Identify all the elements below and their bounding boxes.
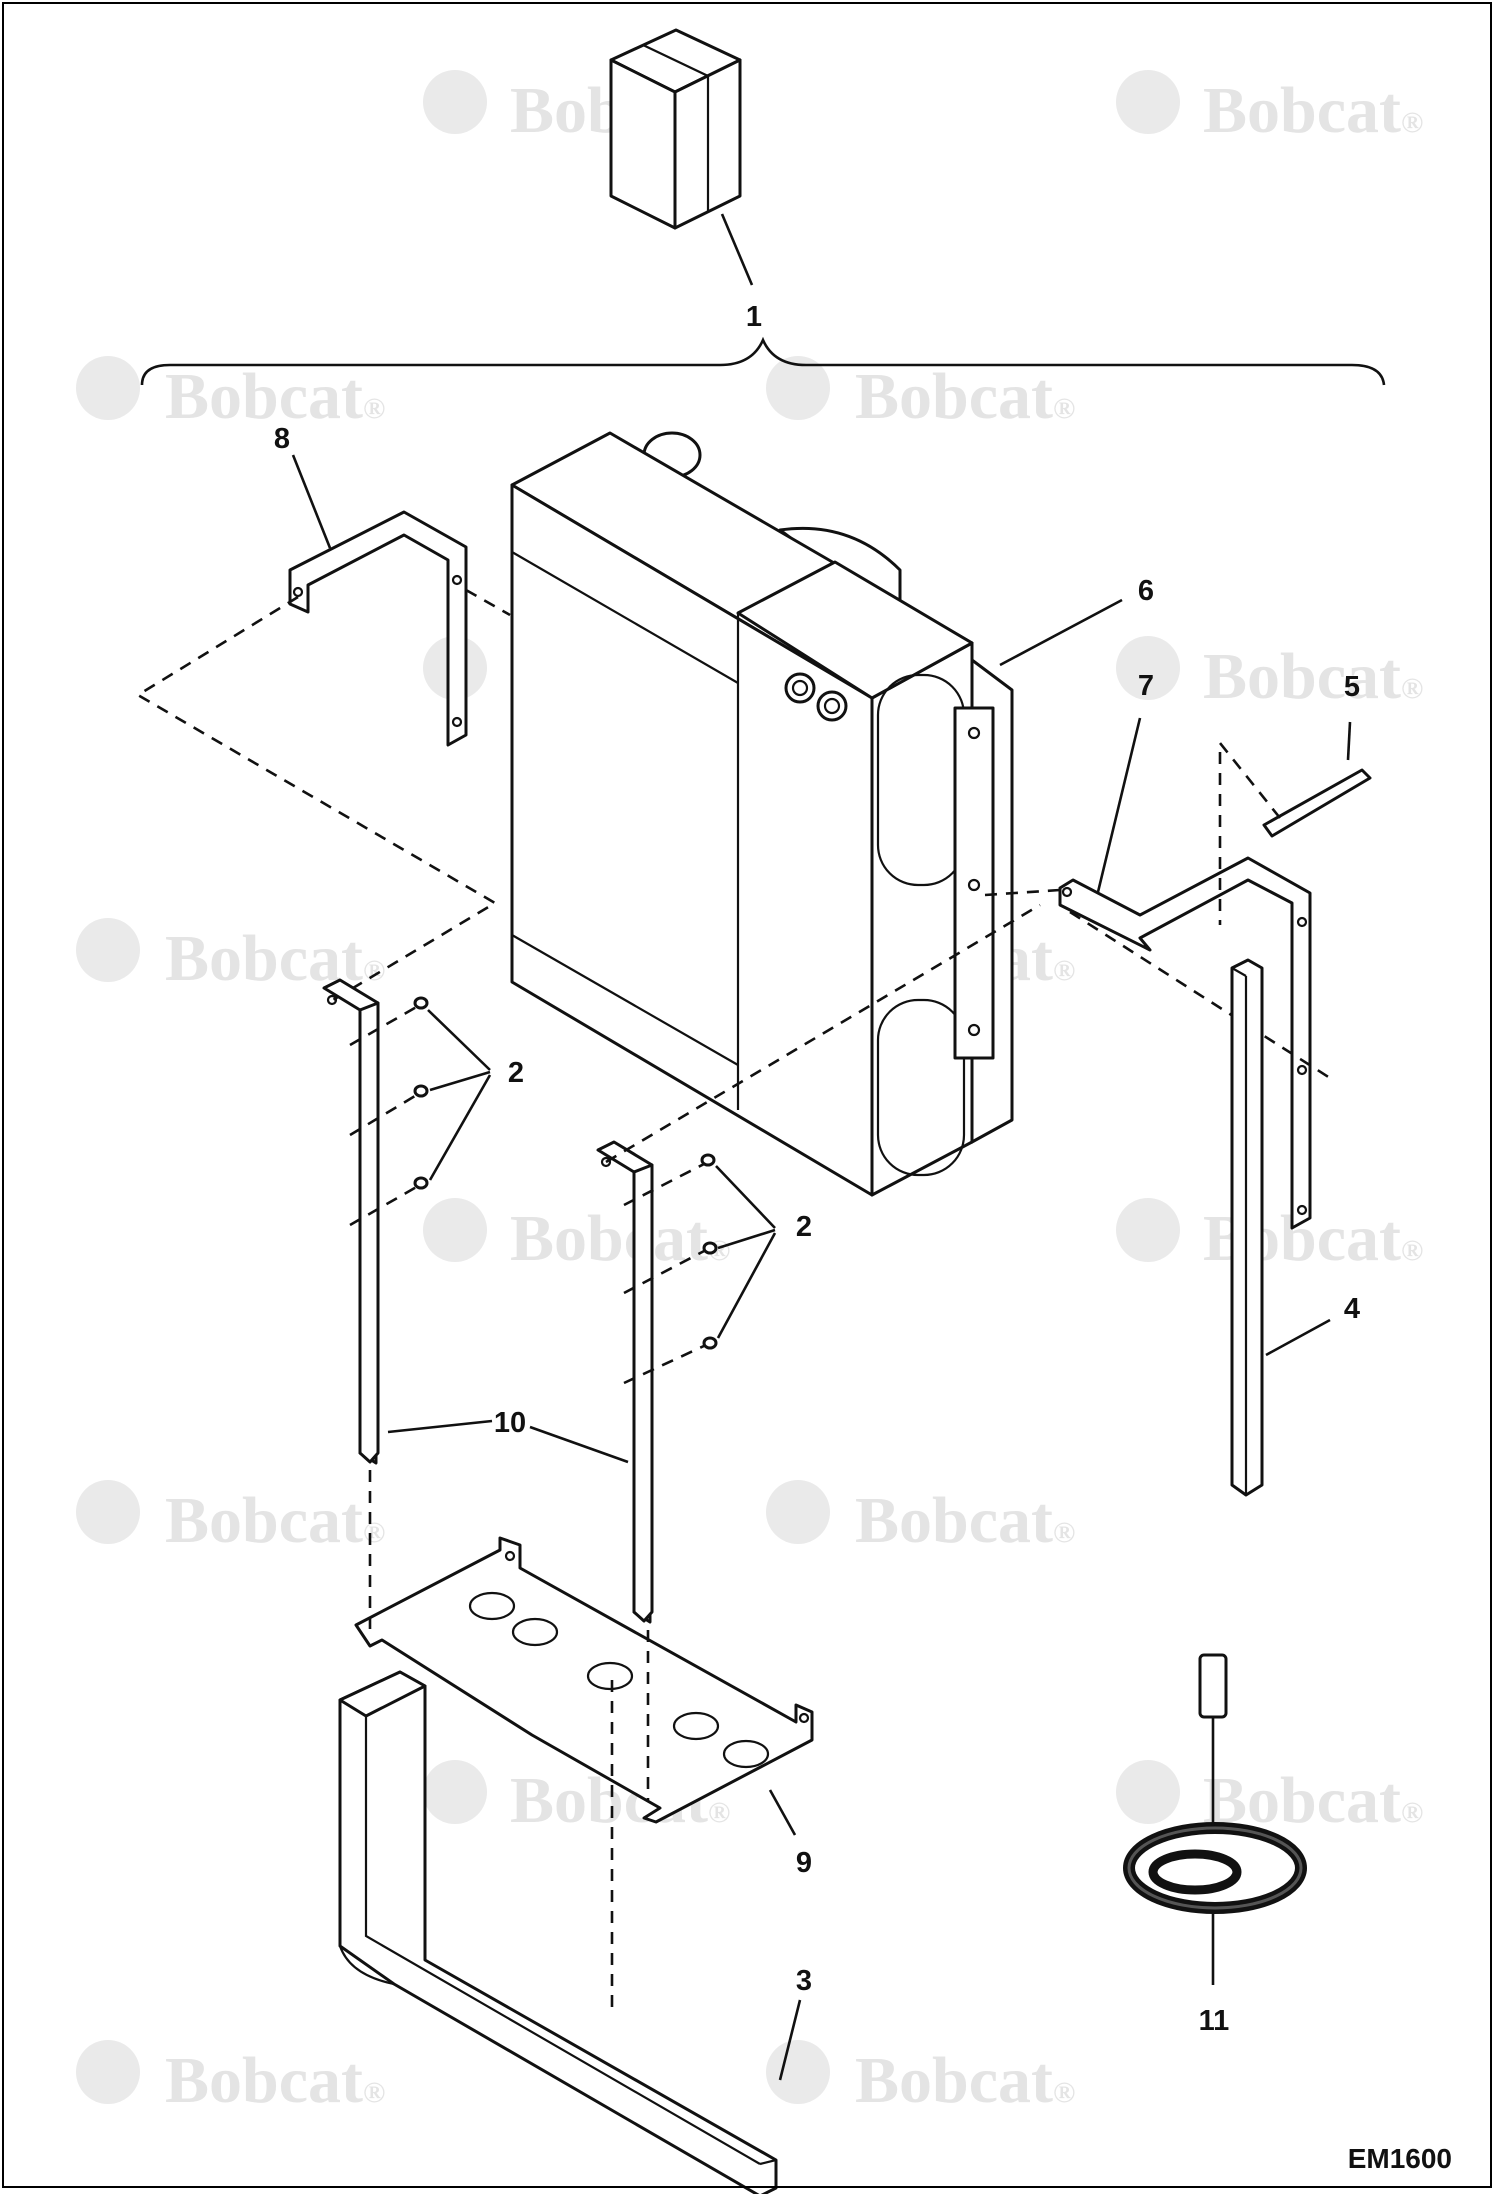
hose-coil-icon <box>1123 1653 1307 1914</box>
callout-3: 3 <box>796 1965 812 1997</box>
callout-2b: 2 <box>796 1211 812 1243</box>
guide-dashed-7 <box>984 888 1331 1080</box>
bobcat-logo-icon <box>423 1760 487 1824</box>
callout-8: 8 <box>274 423 290 455</box>
callout-5: 5 <box>1344 671 1360 703</box>
watermark-15: Bobcat® <box>76 2040 385 2117</box>
watermark-4: Bobcat® <box>766 356 1075 433</box>
oil-cooler-icon <box>510 431 1014 1197</box>
svg-text:Bobcat®: Bobcat® <box>165 1484 385 1557</box>
svg-text:Bobcat®: Bobcat® <box>855 1484 1075 1557</box>
right-bracket-icon <box>1058 856 1312 1230</box>
leader-3 <box>778 1999 802 2081</box>
guide-dashed-5 <box>1218 739 1282 925</box>
bobcat-logo-icon <box>1116 1198 1180 1262</box>
callout-7: 7 <box>1138 670 1154 702</box>
guide-dashed-8b <box>465 588 511 617</box>
callout-2a: 2 <box>508 1057 524 1089</box>
svg-text:Bobcat®: Bobcat® <box>1203 74 1423 147</box>
watermark-16: Bobcat® <box>766 2040 1075 2117</box>
svg-text:Bobcat®: Bobcat® <box>165 922 385 995</box>
bobcat-logo-icon <box>423 70 487 134</box>
bobcat-logo-icon <box>76 2040 140 2104</box>
bobcat-logo-icon <box>76 1480 140 1544</box>
mounting-rod-left-icon <box>322 978 380 1465</box>
svg-text:Bobcat®: Bobcat® <box>165 360 385 433</box>
watermark-6: Bobcat® <box>1116 636 1423 713</box>
watermark-14: Bobcat® <box>1116 1760 1423 1837</box>
leader-7 <box>1096 717 1142 893</box>
foam-strip-long-icon <box>1230 958 1264 1497</box>
upper-left-bracket-icon <box>288 510 468 747</box>
kit-box-icon <box>609 28 742 230</box>
leader-8 <box>291 454 332 549</box>
svg-text:Bobcat®: Bobcat® <box>1203 640 1423 713</box>
bobcat-logo-icon <box>76 918 140 982</box>
callout-4: 4 <box>1344 1293 1360 1325</box>
watermark-7: Bobcat® <box>76 918 385 995</box>
bobcat-logo-icon <box>766 2040 830 2104</box>
leader-1 <box>720 213 754 286</box>
callout-9: 10 <box>494 1407 526 1439</box>
leader-2b <box>715 1165 777 1339</box>
kit-brace <box>140 336 1386 386</box>
watermark-10: Bobcat® <box>1116 1198 1423 1275</box>
bobcat-logo-icon <box>766 1480 830 1544</box>
figure-code: EM1600 <box>1348 2143 1452 2174</box>
base-plate-icon <box>354 1536 814 1824</box>
callout-11: 11 <box>1199 2005 1230 2037</box>
watermark-9: Bobcat® <box>423 1198 730 1275</box>
leader-10 <box>768 1789 797 1836</box>
svg-text:Bobcat®: Bobcat® <box>510 1202 730 1275</box>
watermark-11: Bobcat® <box>76 1480 385 1557</box>
leader-5 <box>1346 721 1352 761</box>
leader-9b <box>529 1425 629 1464</box>
bobcat-logo-icon <box>76 356 140 420</box>
watermark-12: Bobcat® <box>766 1480 1075 1557</box>
leader-9a <box>387 1419 493 1434</box>
callout-1: 1 <box>746 301 762 333</box>
mounting-rod-right-icon <box>596 1140 654 1624</box>
leader-6 <box>999 598 1123 667</box>
bobcat-logo-icon <box>1116 70 1180 134</box>
foam-strip-short-icon <box>1262 768 1372 838</box>
leader-2a <box>427 1009 492 1181</box>
svg-text:Bobcat®: Bobcat® <box>855 360 1075 433</box>
bobcat-logo-icon <box>1116 636 1180 700</box>
watermark-2: Bobcat® <box>1116 70 1423 147</box>
bobcat-logo-icon <box>766 356 830 420</box>
watermark-3: Bobcat® <box>76 356 385 433</box>
leader-4 <box>1265 1318 1331 1357</box>
bolt-group-left-icon <box>349 996 429 1227</box>
callout-6: 6 <box>1138 575 1154 607</box>
svg-text:Bobcat®: Bobcat® <box>165 2044 385 2117</box>
bobcat-logo-icon <box>1116 1760 1180 1824</box>
svg-text:Bobcat®: Bobcat® <box>855 2044 1075 2117</box>
u-shaped-seal-icon <box>338 1670 778 2198</box>
bolt-group-right-icon <box>623 1153 718 1385</box>
guide-dashed-9 <box>605 903 1041 1164</box>
guide-dashed-8 <box>135 595 498 1002</box>
callout-10: 9 <box>796 1847 812 1879</box>
bobcat-logo-icon <box>423 1198 487 1262</box>
